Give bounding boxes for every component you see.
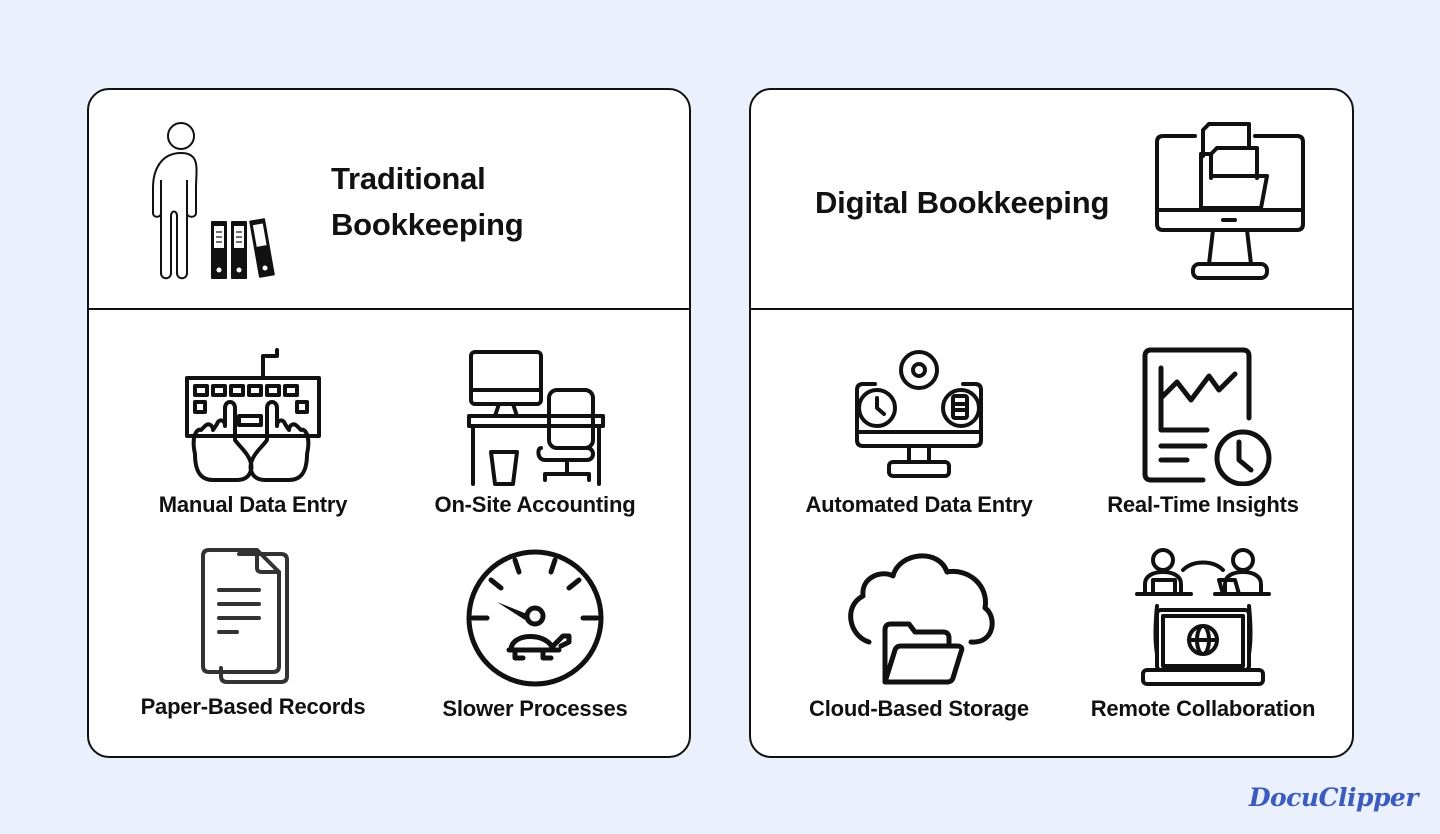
feature-label: Manual Data Entry <box>158 492 348 517</box>
feature-automated-data-entry: Automated Data Entry <box>789 346 1049 518</box>
traditional-panel-title: Traditional Bookkeeping <box>331 156 591 248</box>
feature-manual-data-entry: Manual Data Entry <box>123 346 383 518</box>
digital-bookkeeping-panel: Digital Bookkeeping <box>749 88 1354 758</box>
paper-documents-icon <box>201 548 289 684</box>
feature-label: On-Site Accounting <box>434 492 636 517</box>
feature-real-time-insights: Real-Time Insights <box>1073 346 1333 518</box>
office-desk-chair-icon <box>467 350 605 486</box>
title-line-2: Bookkeeping <box>331 207 524 242</box>
feature-label: Real-Time Insights <box>1107 492 1299 517</box>
person-with-binders-icon <box>152 122 275 280</box>
remote-team-laptop-globe-icon <box>1135 548 1271 686</box>
feature-cloud-based-storage: Cloud-Based Storage <box>789 546 1049 722</box>
traditional-panel-header: Traditional Bookkeeping <box>89 90 689 310</box>
feature-label: Paper-Based Records <box>140 694 366 719</box>
feature-remote-collaboration: Remote Collaboration <box>1073 546 1333 722</box>
feature-label: Automated Data Entry <box>805 492 1033 517</box>
cloud-folder-icon <box>848 553 995 685</box>
chart-report-clock-icon <box>1142 347 1272 486</box>
feature-label: Remote Collaboration <box>1090 696 1316 721</box>
feature-slower-processes: Slower Processes <box>405 546 665 722</box>
feature-label: Cloud-Based Storage <box>809 696 1029 721</box>
automation-monitor-icon <box>855 350 983 478</box>
monitor-with-folder-icon <box>1155 122 1305 280</box>
feature-on-site-accounting: On-Site Accounting <box>405 346 665 518</box>
title-line-1: Traditional <box>331 161 486 196</box>
hands-on-keyboard-icon <box>185 348 321 482</box>
feature-paper-based-records: Paper-Based Records <box>123 546 383 720</box>
docuclipper-logo: DocuClipper <box>1248 783 1419 812</box>
traditional-bookkeeping-panel: Traditional Bookkeeping Manual Data Entr… <box>87 88 691 758</box>
feature-label: Slower Processes <box>442 696 628 721</box>
digital-panel-header: Digital Bookkeeping <box>751 90 1352 310</box>
digital-panel-title: Digital Bookkeeping <box>815 185 1110 220</box>
turtle-speedometer-icon <box>466 549 604 687</box>
